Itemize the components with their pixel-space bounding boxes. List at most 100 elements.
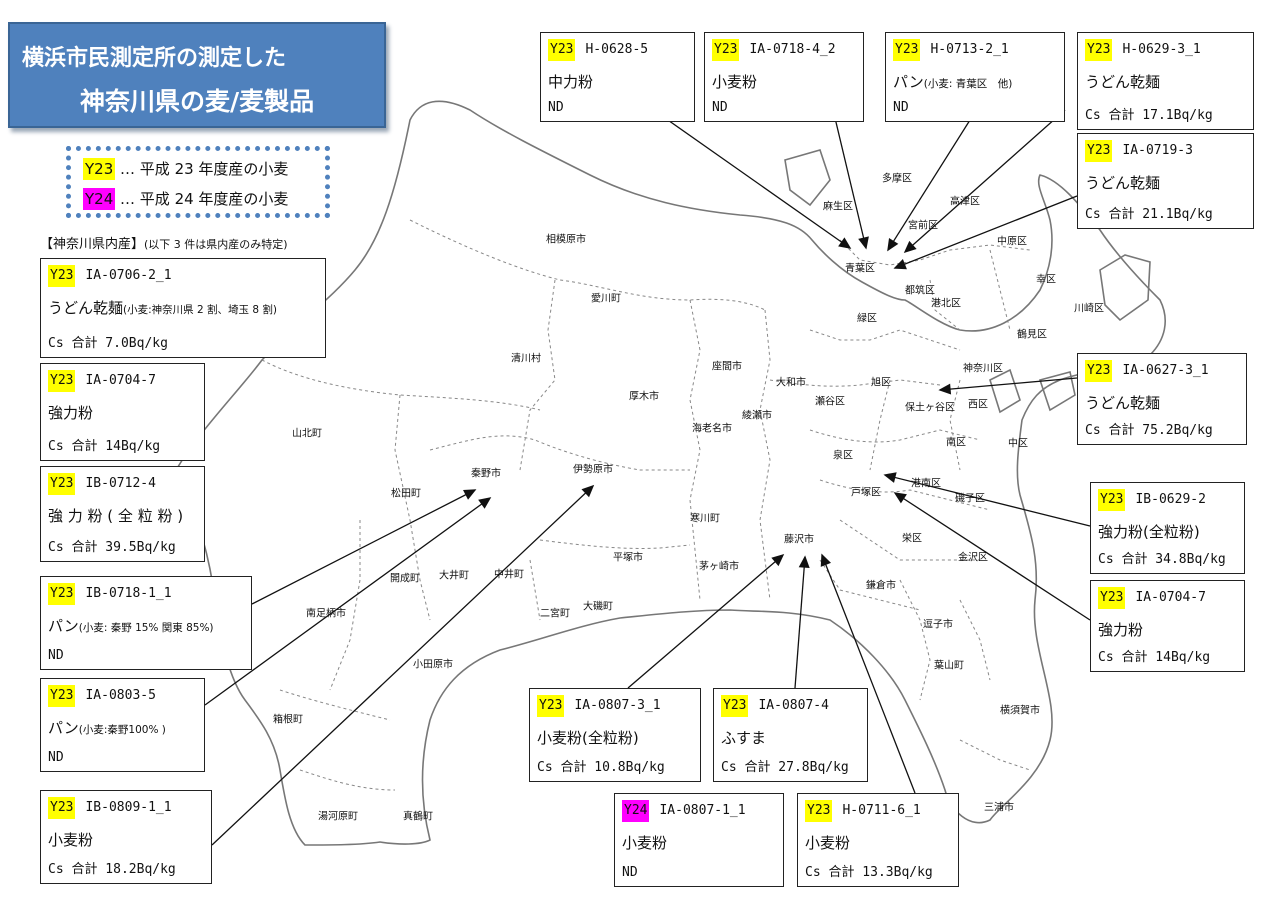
sample-code: IA-0704-7 [85, 373, 156, 388]
arrow-head [903, 240, 917, 254]
product-name: 強力粉 [48, 402, 93, 423]
pointer-arrow [664, 117, 851, 249]
sample-card: Y23 IA-0807-4 ふすま Cs 合計 27.8Bq/kg [713, 688, 868, 782]
sample-header: Y23 IB-0712-4 [48, 473, 156, 495]
pointer-arrow [904, 109, 1066, 253]
measurement-result: Cs 合計 10.8Bq/kg [537, 760, 665, 775]
place-label: 綾瀬市 [742, 410, 772, 422]
place-label: 泉区 [833, 450, 853, 462]
title-line-1: 横浜市民測定所の測定した [22, 46, 287, 71]
year-tag: Y24 [622, 800, 650, 822]
arrow-head [463, 489, 477, 500]
product-label: 小麦粉 [712, 73, 758, 91]
pointer-arrow [894, 195, 1078, 269]
sample-code: H-0711-6_1 [842, 803, 921, 818]
place-label: 藤沢市 [784, 534, 814, 546]
place-label: 戸塚区 [851, 487, 881, 499]
sample-header: Y23 H-0629-3_1 [1085, 39, 1201, 61]
measurement-result: Cs 合計 27.8Bq/kg [721, 760, 849, 775]
arrow-head [771, 553, 785, 567]
place-label: 多摩区 [882, 173, 912, 185]
place-label: 港南区 [911, 478, 941, 490]
product-label: 強力粉 [1098, 621, 1144, 639]
product-name: 小麦粉 [712, 71, 757, 92]
year-tag: Y23 [805, 800, 833, 822]
place-label: 鎌倉市 [866, 580, 896, 592]
year-tag: Y23 [1085, 39, 1113, 61]
pointer-arrow [894, 492, 1091, 621]
legend: Y23 … 平成 23 年度産の小麦 Y24 … 平成 24 年度産の小麦 [66, 146, 330, 218]
arrow-head [820, 553, 832, 567]
product-name: ふすま [721, 727, 766, 748]
year-tag: Y23 [893, 39, 921, 61]
product-label: 小麦粉(全粒粉) [537, 729, 639, 747]
sample-code: IB-0629-2 [1135, 492, 1206, 507]
year-tag: Y23 [712, 39, 740, 61]
place-label: 小田原市 [413, 659, 453, 671]
product-label: 小麦粉 [622, 834, 668, 852]
sample-code: IA-0706-2_1 [85, 268, 172, 283]
legend-text-y23: … 平成 23 年度産の小麦 [120, 160, 289, 178]
measurement-result: Cs 合計 39.5Bq/kg [48, 540, 176, 555]
place-label: 座間市 [712, 361, 742, 373]
product-label: 小麦粉 [805, 834, 851, 852]
arrow-head [838, 237, 852, 249]
place-label: 南区 [946, 437, 966, 449]
measurement-result: Cs 合計 13.3Bq/kg [805, 865, 933, 880]
section-title: 【神奈川県内産】 [40, 237, 145, 252]
place-label: 港北区 [931, 298, 961, 310]
product-name: うどん乾麺 [1085, 172, 1160, 193]
legend-row-y24: Y24 … 平成 24 年度産の小麦 [83, 187, 288, 211]
arrow-head [893, 492, 907, 504]
arrow-head [887, 238, 899, 252]
section-note: (以下 3 件は県内産のみ特定) [144, 238, 288, 251]
measurement-result: Cs 合計 21.1Bq/kg [1085, 207, 1213, 222]
legend-tag-y24: Y24 [83, 188, 116, 210]
place-label: 中区 [1008, 438, 1028, 450]
product-name: 強力粉 [1098, 619, 1143, 640]
product-name: うどん乾麺(小麦:神奈川県 2 割、埼玉 8 割) [48, 297, 277, 318]
sample-code: H-0629-3_1 [1122, 42, 1201, 57]
section-label: 【神奈川県内産】(以下 3 件は県内産のみ特定) [40, 233, 288, 252]
title-line-2: 神奈川県の麦/麦製品 [80, 87, 315, 116]
place-label: 伊勢原市 [573, 464, 613, 476]
product-label: 強力粉(全粒粉) [1098, 523, 1200, 541]
year-tag: Y23 [48, 473, 76, 495]
measurement-result: ND [893, 100, 909, 115]
place-label: 秦野市 [471, 468, 501, 480]
year-tag: Y23 [537, 695, 565, 717]
place-label: 茅ヶ崎市 [699, 561, 739, 573]
place-label: 都筑区 [905, 285, 935, 297]
year-tag: Y23 [721, 695, 749, 717]
place-label: 愛川町 [591, 293, 621, 305]
sample-code: IA-0807-1_1 [659, 803, 746, 818]
place-label: 横須賀市 [1000, 705, 1040, 717]
sample-code: IA-0718-4_2 [749, 42, 836, 57]
sample-code: IA-0807-4 [758, 698, 829, 713]
product-label: うどん乾麺 [1085, 174, 1161, 192]
measurement-result: Cs 合計 14Bq/kg [1098, 650, 1211, 665]
product-name: 小麦粉(全粒粉) [537, 727, 639, 748]
place-label: 大磯町 [583, 601, 613, 613]
year-tag: Y23 [548, 39, 576, 61]
product-label: 小麦粉 [48, 831, 94, 849]
place-label: 麻生区 [823, 201, 853, 213]
product-label: うどん乾麺 [48, 299, 124, 317]
sample-code: IB-0712-4 [85, 476, 156, 491]
sample-code: IA-0627-3_1 [1122, 363, 1209, 378]
product-name: 小麦粉 [622, 832, 667, 853]
place-label: 逗子市 [923, 619, 953, 631]
